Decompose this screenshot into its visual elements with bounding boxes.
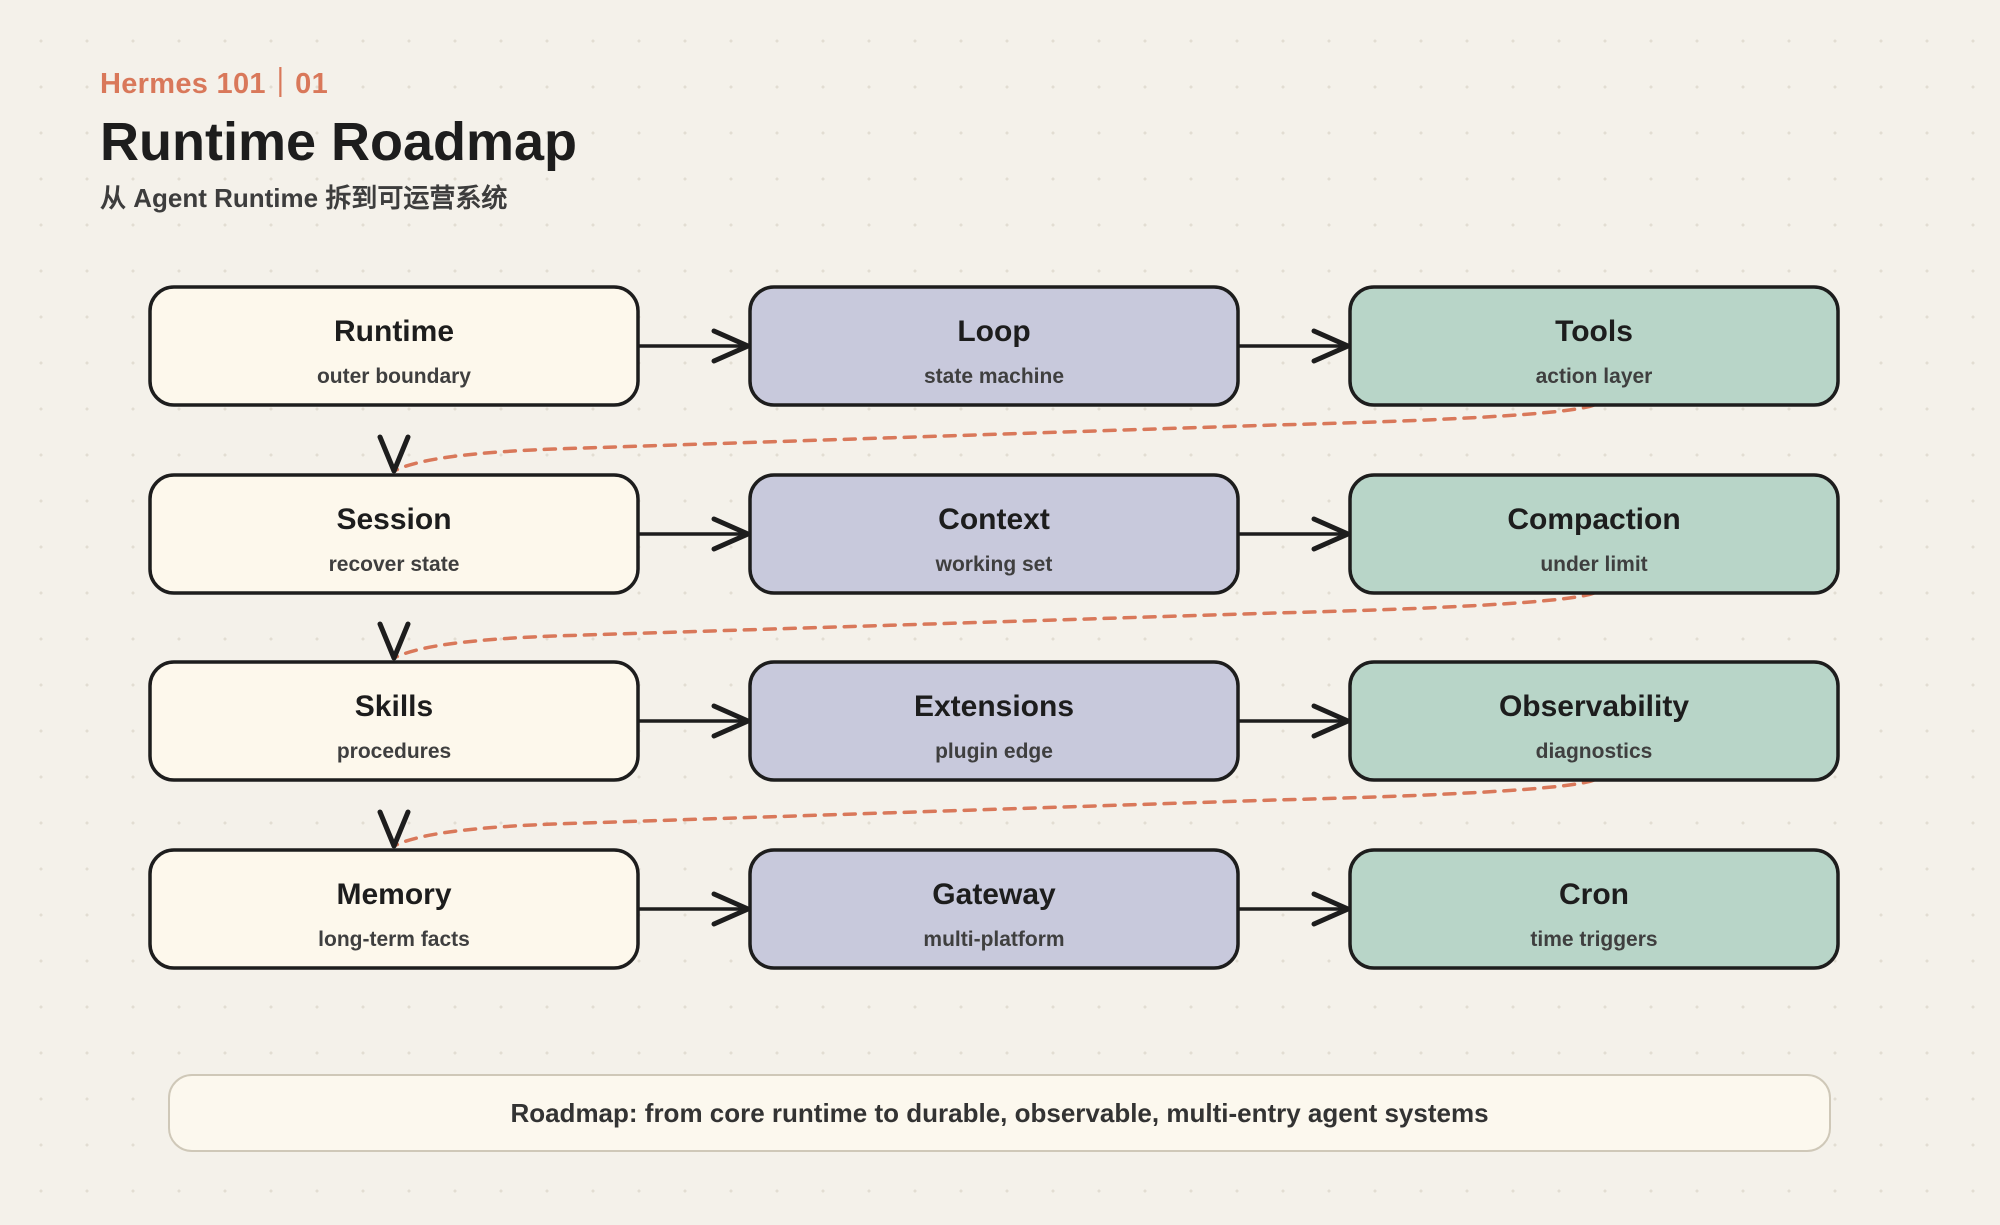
node-title-gateway: Gateway <box>932 878 1056 911</box>
arrowhead-memory-to-gateway <box>711 891 751 927</box>
arrowhead-runtime-to-loop <box>711 328 751 364</box>
node-runtime: Runtime outer boundary <box>148 285 640 407</box>
node-title-tools: Tools <box>1555 315 1633 348</box>
node-title-loop: Loop <box>957 315 1030 348</box>
node-subtitle-extensions: plugin edge <box>935 740 1053 763</box>
node-title-session: Session <box>336 503 451 536</box>
page-subtitle: 从 Agent Runtime 拆到可运营系统 <box>100 183 508 213</box>
node-memory: Memory long-term facts <box>148 848 640 970</box>
node-extensions: Extensions plugin edge <box>748 660 1240 782</box>
node-box-runtime <box>148 285 640 407</box>
node-loop: Loop state machine <box>748 285 1240 407</box>
node-box-cron <box>1348 848 1840 970</box>
arrowhead-context-to-compaction <box>1311 516 1351 552</box>
wrap-connector-compaction-to-skills <box>392 591 1596 660</box>
node-box-compaction <box>1348 473 1840 595</box>
connectors-layer <box>377 328 1596 927</box>
node-subtitle-loop: state machine <box>924 365 1064 388</box>
node-box-memory <box>148 848 640 970</box>
wrap-connector-tools-to-session <box>392 403 1596 473</box>
footer-note: Roadmap: from core runtime to durable, o… <box>168 1074 1831 1152</box>
node-subtitle-memory: long-term facts <box>318 928 470 951</box>
node-compaction: Compaction under limit <box>1348 473 1840 595</box>
page-title: Runtime Roadmap <box>100 112 578 172</box>
node-context: Context working set <box>748 473 1240 595</box>
node-title-context: Context <box>938 503 1050 536</box>
node-title-extensions: Extensions <box>914 690 1074 723</box>
node-cron: Cron time triggers <box>1348 848 1840 970</box>
node-subtitle-compaction: under limit <box>1540 553 1647 576</box>
node-box-session <box>148 473 640 595</box>
wrap-arrowhead-session <box>377 434 411 474</box>
node-title-compaction: Compaction <box>1507 503 1680 536</box>
nodes-layer: Runtime outer boundary Loop state machine To… <box>148 285 1840 970</box>
node-subtitle-gateway: multi-platform <box>923 928 1064 951</box>
node-gateway: Gateway multi-platform <box>748 848 1240 970</box>
node-title-observability: Observability <box>1499 690 1689 723</box>
wrap-arrowhead-skills <box>377 621 411 661</box>
node-subtitle-observability: diagnostics <box>1536 740 1653 763</box>
node-subtitle-context: working set <box>935 553 1053 576</box>
node-box-tools <box>1348 285 1840 407</box>
node-title-memory: Memory <box>336 878 451 911</box>
arrowhead-loop-to-tools <box>1311 328 1351 364</box>
arrowhead-session-to-context <box>711 516 751 552</box>
header: Hermes 101｜01 Runtime Roadmap 从 Agent Ru… <box>100 60 1000 218</box>
arrowhead-gateway-to-cron <box>1311 891 1351 927</box>
node-subtitle-runtime: outer boundary <box>317 365 471 388</box>
node-skills: Skills procedures <box>148 660 640 782</box>
node-box-skills <box>148 660 640 782</box>
arrowhead-extensions-to-observability <box>1311 703 1351 739</box>
node-session: Session recover state <box>148 473 640 595</box>
wrap-arrowhead-memory <box>377 809 411 849</box>
node-title-cron: Cron <box>1559 878 1629 911</box>
node-title-skills: Skills <box>355 690 433 723</box>
node-box-extensions <box>748 660 1240 782</box>
node-box-context <box>748 473 1240 595</box>
node-subtitle-session: recover state <box>329 553 460 576</box>
node-subtitle-skills: procedures <box>337 740 451 763</box>
node-box-observability <box>1348 660 1840 782</box>
node-box-loop <box>748 285 1240 407</box>
node-box-gateway <box>748 848 1240 970</box>
arrowhead-skills-to-extensions <box>711 703 751 739</box>
node-subtitle-tools: action layer <box>1536 365 1653 388</box>
series-label: Hermes 101｜01 <box>100 68 328 100</box>
node-subtitle-cron: time triggers <box>1530 928 1657 951</box>
wrap-connector-observability-to-memory <box>392 778 1596 848</box>
node-tools: Tools action layer <box>1348 285 1840 407</box>
node-title-runtime: Runtime <box>334 315 454 348</box>
node-observability: Observability diagnostics <box>1348 660 1840 782</box>
